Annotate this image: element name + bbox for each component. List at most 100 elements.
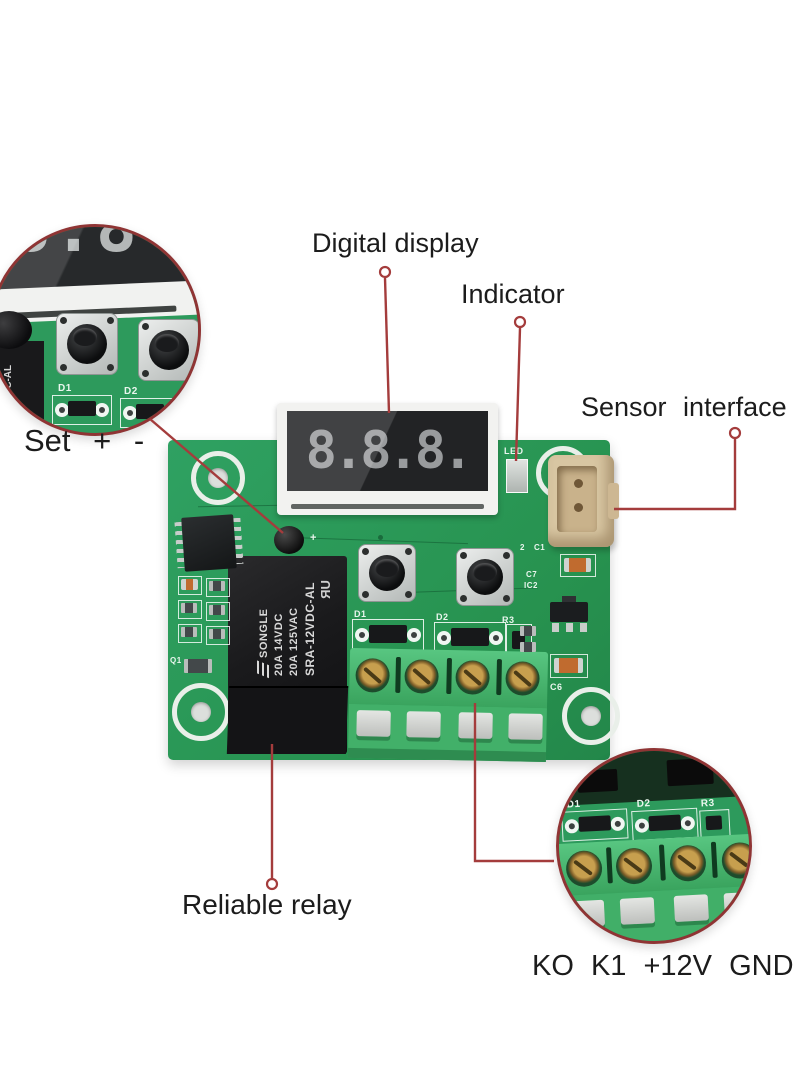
smd-resistor xyxy=(209,605,225,615)
relay-model: SRA-12VDC-AL xyxy=(303,581,318,677)
callout-d1-label: D1 xyxy=(566,798,581,811)
connector-tab xyxy=(608,483,619,519)
tact-switch-cap xyxy=(467,559,503,595)
smd-outline xyxy=(206,578,230,597)
ul-mark: ЯU xyxy=(317,580,333,599)
smd-resistor xyxy=(181,627,197,637)
callout-switch-cap xyxy=(149,330,189,370)
callout-plus-switch xyxy=(56,313,118,375)
wire-opening xyxy=(673,894,709,923)
display-window: 8.8.8. xyxy=(287,411,488,491)
terminal-screw xyxy=(565,849,604,888)
screw-terminal-block xyxy=(347,647,549,763)
smd-outline xyxy=(178,624,202,643)
mounting-hole xyxy=(191,451,245,505)
songle-logo xyxy=(257,660,271,679)
led-indicator xyxy=(506,459,528,493)
callout-relay-text-model: -12VDC-AL xyxy=(3,364,14,418)
pcb-board: 8.8.8. LED 2 C1 + xyxy=(168,403,620,763)
relay-brand: SONGLE xyxy=(257,608,270,659)
wire-opening xyxy=(356,710,391,737)
smd-capacitor xyxy=(564,558,591,572)
reliable-relay-label: Reliable relay xyxy=(182,889,352,920)
marker-digital-display xyxy=(378,265,392,279)
callout-relay-text-vac: VAC xyxy=(0,382,1,400)
callout-r3-label: R3 xyxy=(700,797,715,810)
digital-display-label: Digital display xyxy=(312,228,479,258)
mounting-hole xyxy=(172,683,230,741)
callout-relay-corner: VAC -12VDC-AL xyxy=(0,341,44,433)
terminal-screw xyxy=(455,660,490,695)
smd-outline xyxy=(178,576,202,595)
terminal-pins-label: KO K1 +12V GND xyxy=(532,950,794,982)
ic-chip xyxy=(174,514,244,572)
callout-d2-label: D2 xyxy=(124,386,138,397)
digital-display-module: 8.8.8. xyxy=(277,403,498,515)
callout-diode-d1 xyxy=(52,395,112,425)
plus-tact-switch xyxy=(358,544,416,602)
wire-opening xyxy=(508,713,543,740)
relay-rating-2: 20A 125VAC xyxy=(288,607,301,677)
plus-silkscreen-label: + xyxy=(310,532,317,544)
tact-switch-cap xyxy=(369,555,405,591)
led-silkscreen-label: LED xyxy=(504,446,524,456)
minus-tact-switch xyxy=(456,548,514,606)
pin2-silkscreen-label: 2 xyxy=(520,543,525,552)
wire-opening xyxy=(458,712,493,739)
d1-silkscreen-label: D1 xyxy=(354,609,367,619)
relay-rating-1: 20A 14VDC xyxy=(273,613,286,677)
terminal-screw xyxy=(669,844,707,883)
smd-capacitor xyxy=(181,579,198,590)
smd-outline xyxy=(178,600,202,619)
display-digits: 8.8.8. xyxy=(305,421,474,481)
q1-transistor xyxy=(184,659,212,673)
callout-d1-label: D1 xyxy=(58,383,72,394)
q1-silkscreen-label: Q1 xyxy=(170,656,182,665)
wire-opening xyxy=(406,711,441,738)
connector-cavity xyxy=(557,466,597,532)
callout-diode-d1 xyxy=(561,808,629,842)
smd-outline xyxy=(550,654,588,678)
indicator-label: Indicator xyxy=(461,279,565,309)
terminal-screw xyxy=(615,847,653,885)
smd-outline xyxy=(206,626,230,645)
terminal-screw xyxy=(355,658,390,693)
terminal-lower xyxy=(347,703,547,763)
relay-front-face xyxy=(226,686,349,754)
callout-terminal-lower xyxy=(559,884,749,941)
wire-opening xyxy=(619,897,656,925)
smd-outline xyxy=(206,602,230,621)
terminal-screw xyxy=(720,841,749,880)
pcb-via xyxy=(378,535,383,540)
marker-reliable-relay xyxy=(265,877,279,891)
marker-sensor-interface xyxy=(728,426,742,440)
smd-resistor xyxy=(520,642,536,652)
sensor-interface-label: Sensor interface xyxy=(581,392,787,422)
d2-silkscreen-label: D2 xyxy=(436,612,449,622)
smd-resistor xyxy=(209,581,225,591)
callout-switch-cap xyxy=(67,324,107,364)
mounting-hole xyxy=(562,687,620,745)
terminal-screw xyxy=(404,659,439,694)
relay: SONGLE 20A 14VDC 20A 125VAC SRA-12VDC-AL… xyxy=(226,556,349,754)
zoom-callout-set-buttons: 8.8 VAC -12VDC-AL D1 D2 xyxy=(0,224,201,436)
set-button xyxy=(274,526,304,554)
ic2-silkscreen-label: IC2 xyxy=(524,581,538,590)
terminal-upper xyxy=(349,647,549,709)
connector-pin xyxy=(574,503,583,512)
callout-r3-component xyxy=(699,809,731,839)
c7-silkscreen-label: C7 xyxy=(526,570,538,579)
sensor-interface-connector xyxy=(548,455,619,547)
zoom-callout-terminals: D1 D2 R3 xyxy=(556,748,752,944)
smd-resistor xyxy=(520,626,536,636)
callout-display-digits: 8.8 xyxy=(10,224,139,268)
diode-d1 xyxy=(352,619,424,651)
voltage-regulator xyxy=(546,596,592,632)
set-buttons-label: Set + - xyxy=(24,423,145,458)
callout-d2-label: D2 xyxy=(636,798,651,810)
terminal-screw xyxy=(505,661,540,696)
smd-resistor xyxy=(181,603,197,613)
r3-silkscreen-label: R3 xyxy=(502,615,515,625)
c1-silkscreen-label: C1 xyxy=(534,543,546,552)
